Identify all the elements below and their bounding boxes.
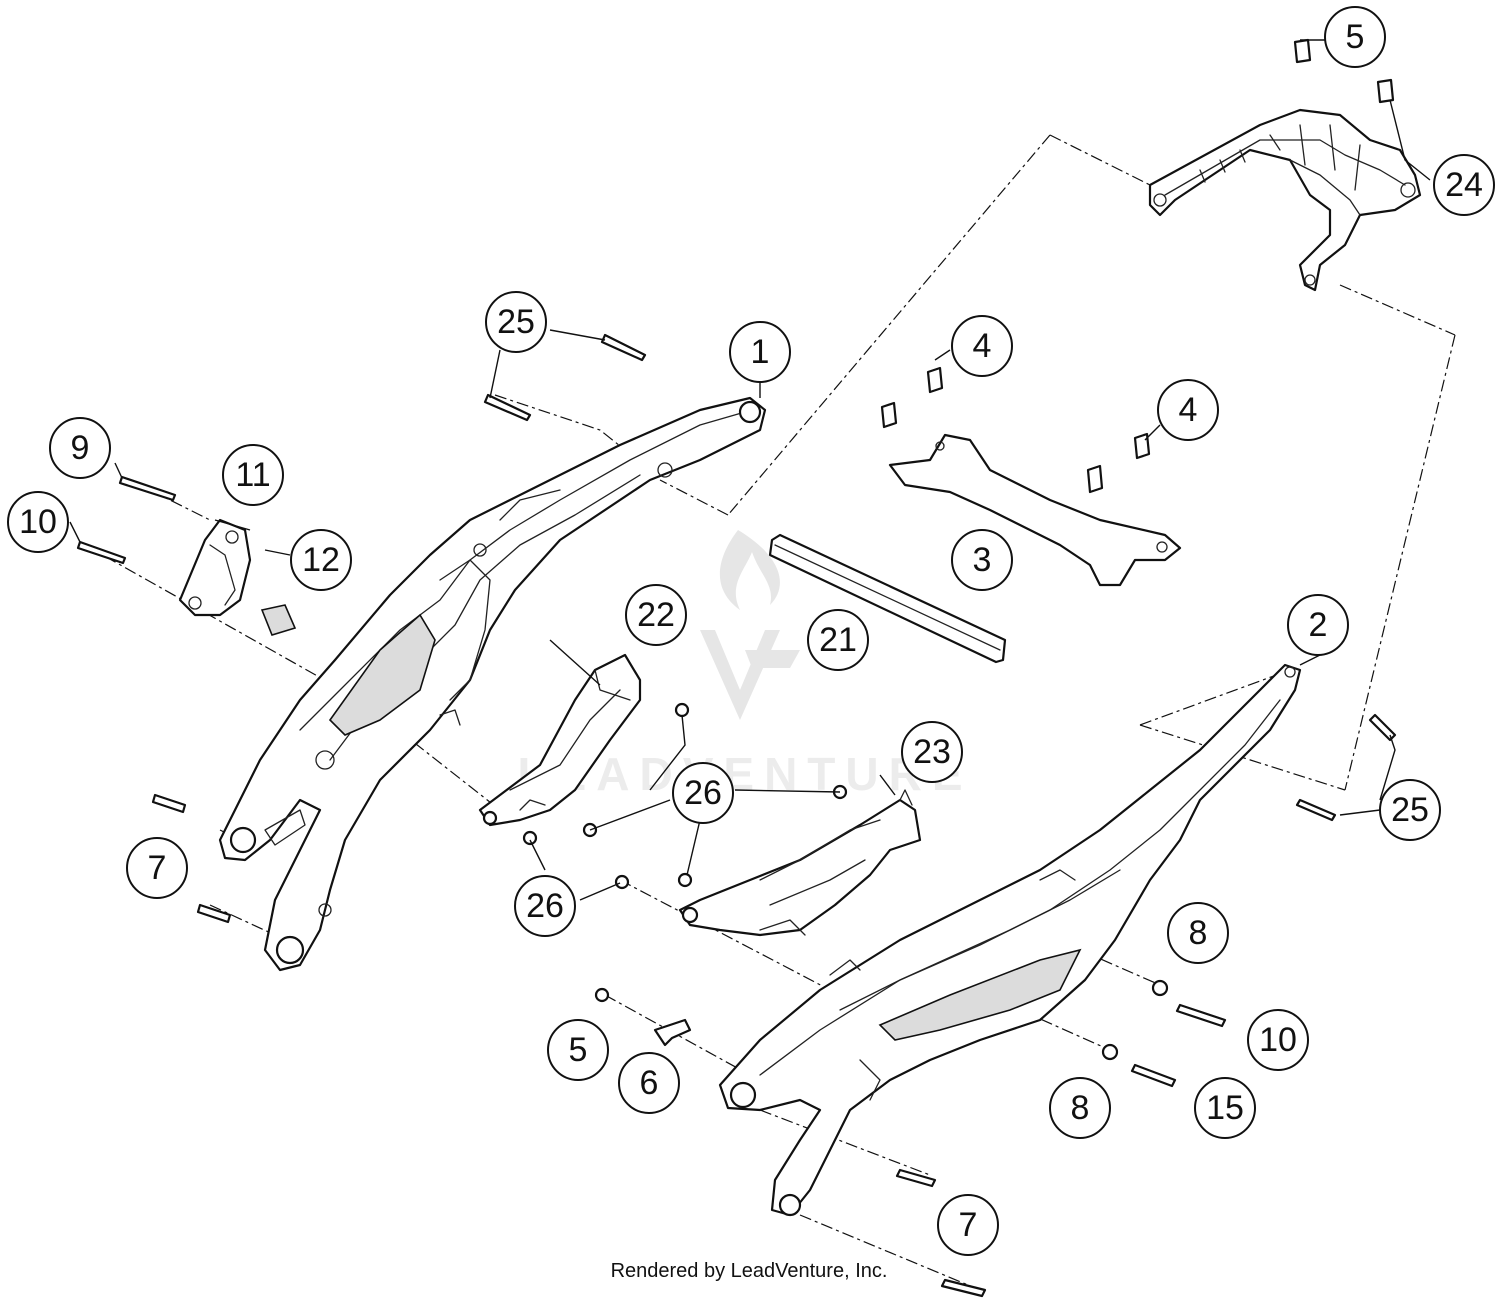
callout-label: 8: [1189, 914, 1208, 952]
callout-label: 5: [569, 1031, 588, 1069]
callout-1: 1: [729, 321, 791, 383]
callout-label: 26: [684, 774, 722, 812]
right-subframe-part: [718, 663, 1302, 1217]
clip-part: [653, 1018, 692, 1047]
credit-label: Rendered by LeadVenture, Inc.: [610, 1260, 888, 1282]
callout-label: 8: [1071, 1089, 1090, 1127]
callout-2: 2: [1287, 594, 1349, 656]
callout-label: 12: [302, 541, 340, 579]
callout-26b: 26: [514, 875, 576, 937]
callout-24: 24: [1433, 154, 1495, 216]
dashed-alignment-lines: [84, 134, 1456, 1291]
callout-22: 22: [625, 584, 687, 646]
callout-label: 4: [973, 327, 992, 365]
bracket-22-part: [478, 653, 642, 827]
callout-label: 10: [19, 503, 57, 541]
callout-label: 26: [526, 887, 564, 925]
callout-label: 1: [751, 333, 770, 371]
callout-25a: 25: [485, 291, 547, 353]
callout-label: 25: [497, 303, 535, 341]
callout-3: 3: [951, 529, 1013, 591]
callout-label: 7: [148, 849, 167, 887]
callout-label: 7: [959, 1206, 978, 1244]
callout-4a: 4: [951, 315, 1013, 377]
plate-part: [888, 433, 1182, 587]
callout-9: 9: [49, 417, 111, 479]
nut-parts: [880, 366, 1151, 494]
callout-label: 11: [235, 456, 270, 494]
callout-7b: 7: [937, 1194, 999, 1256]
callout-15: 15: [1194, 1077, 1256, 1139]
callout-11: 11: [222, 444, 284, 506]
callout-label: 5: [1346, 18, 1365, 56]
callout-5b: 5: [547, 1019, 609, 1081]
callout-12: 12: [290, 529, 352, 591]
bolts: [76, 38, 1397, 1298]
callout-21: 21: [807, 609, 869, 671]
callout-10a: 10: [7, 491, 69, 553]
callout-4b: 4: [1157, 379, 1219, 441]
callout-label: 10: [1259, 1021, 1297, 1059]
credit-text: Rendered by LeadVenture, Inc.: [0, 1260, 1500, 1283]
callout-8b: 8: [1049, 1077, 1111, 1139]
callout-label: 24: [1445, 166, 1483, 204]
callout-8a: 8: [1167, 902, 1229, 964]
callout-label: 9: [71, 429, 90, 467]
callout-25b: 25: [1379, 779, 1441, 841]
callouts: 1 2 3 4 4 5 5 6 7 7 8 8 9 10 10 11 12 15…: [7, 6, 1495, 1256]
callout-26a: 26: [672, 762, 734, 824]
callout-label: 4: [1179, 391, 1198, 429]
callout-label: 25: [1391, 791, 1429, 829]
callout-10b: 10: [1247, 1009, 1309, 1071]
callout-5a: 5: [1324, 6, 1386, 68]
spacer-part: [260, 604, 297, 636]
callout-6: 6: [618, 1052, 680, 1114]
leader-lines: [69, 39, 1431, 901]
mount-bracket-part: [178, 518, 252, 617]
rail-part: [768, 533, 1007, 664]
bracket-23-part: [678, 789, 922, 937]
callout-label: 6: [640, 1064, 659, 1102]
callout-label: 22: [637, 596, 675, 634]
callout-label: 3: [973, 541, 992, 579]
callout-label: 23: [913, 733, 951, 771]
rear-carrier-part: [1148, 108, 1422, 292]
left-subframe-part: [218, 396, 767, 972]
callout-23: 23: [901, 721, 963, 783]
callout-label: 2: [1309, 606, 1328, 644]
callout-7a: 7: [126, 837, 188, 899]
callout-label: 21: [819, 621, 857, 659]
callout-label: 15: [1206, 1089, 1244, 1127]
